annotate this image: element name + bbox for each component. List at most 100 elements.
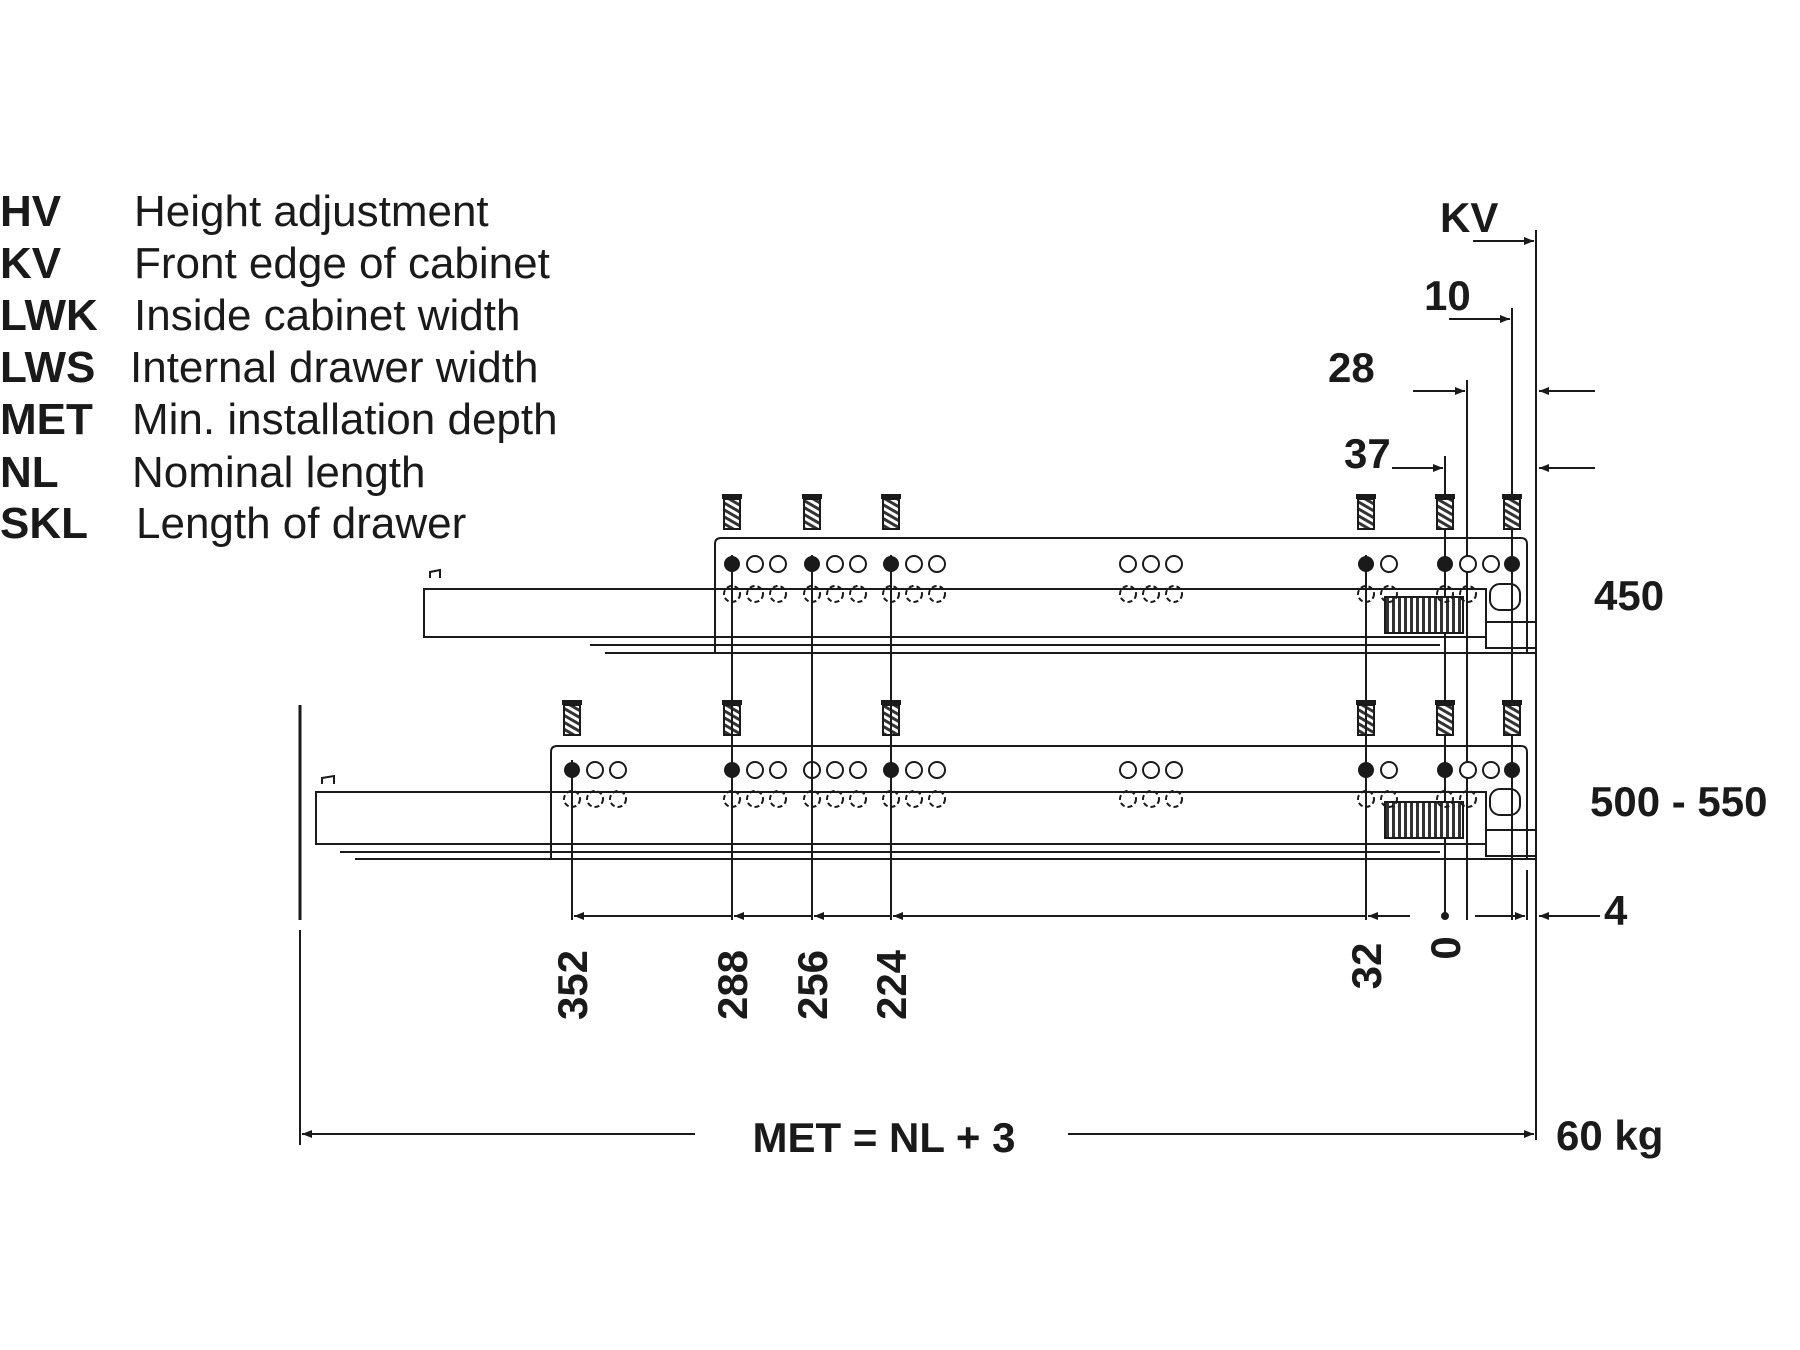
- open-hole: [769, 555, 787, 573]
- screw-icon: [1502, 494, 1522, 499]
- top-dimensions: KV 10 28 37: [1328, 194, 1595, 1140]
- filled-hole: [1437, 762, 1453, 778]
- open-hole: [1482, 761, 1500, 779]
- screw-icon: [881, 494, 901, 499]
- mounting-holes: [563, 555, 1520, 808]
- lower-drawer-length: 500 - 550: [1590, 778, 1767, 825]
- hidden-hole: [826, 790, 844, 808]
- screw-icon: [1502, 700, 1522, 705]
- legend-abbr: LWS: [0, 343, 95, 392]
- open-hole: [1165, 761, 1183, 779]
- hidden-hole: [746, 585, 764, 603]
- filled-hole: [1504, 556, 1520, 572]
- open-hole: [826, 555, 844, 573]
- hidden-hole: [1380, 585, 1398, 603]
- hidden-hole: [928, 790, 946, 808]
- legend-desc: Nominal length: [132, 448, 426, 497]
- hidden-hole: [826, 585, 844, 603]
- hidden-hole: [1119, 585, 1137, 603]
- hidden-hole: [609, 790, 627, 808]
- open-hole: [1380, 761, 1398, 779]
- open-hole: [609, 761, 627, 779]
- filled-hole: [1504, 762, 1520, 778]
- upper-drawer-length: 450: [1594, 572, 1664, 619]
- open-hole: [1119, 555, 1137, 573]
- hidden-hole: [1436, 585, 1454, 603]
- open-hole: [928, 761, 946, 779]
- origin-dot: [1441, 912, 1449, 920]
- filled-hole: [1437, 556, 1453, 572]
- screw-icon: [722, 494, 742, 499]
- open-hole: [1459, 761, 1477, 779]
- hidden-hole: [586, 790, 604, 808]
- legend-desc: Inside cabinet width: [134, 291, 520, 340]
- lower-latch: [1489, 788, 1521, 816]
- kv-label: KV: [1440, 194, 1498, 241]
- legend-desc: Min. installation depth: [132, 395, 558, 444]
- hidden-hole: [1380, 790, 1398, 808]
- lower-drawer: [298, 705, 1537, 920]
- hidden-hole: [1165, 585, 1183, 603]
- screw-icon: [803, 498, 821, 530]
- legend-desc: Front edge of cabinet: [134, 239, 550, 288]
- upper-damper: [1384, 596, 1464, 634]
- legend-desc: Height adjustment: [134, 187, 489, 236]
- lower-damper: [1384, 801, 1464, 839]
- met-formula: MET = NL + 3: [753, 1114, 1016, 1161]
- open-hole: [1165, 555, 1183, 573]
- open-hole: [1459, 555, 1477, 573]
- upper-latch: [1489, 583, 1521, 611]
- screw-icon: [563, 704, 581, 736]
- open-hole: [849, 761, 867, 779]
- hidden-hole: [769, 585, 787, 603]
- lower-rail-end: [1485, 829, 1537, 857]
- open-hole: [1142, 761, 1160, 779]
- hole-pos-224: 224: [868, 949, 915, 1020]
- screw-icon: [882, 498, 900, 530]
- dim-10-label: 10: [1424, 272, 1471, 319]
- hidden-hole: [928, 585, 946, 603]
- open-hole: [928, 555, 946, 573]
- open-hole: [1119, 761, 1137, 779]
- offset-4-label: 4: [1604, 887, 1628, 934]
- hole-position-dimensions: 4 352 288 256 224 32 0: [549, 555, 1628, 1020]
- legend-abbr: MET: [0, 395, 93, 444]
- hole-pos-288: 288: [709, 950, 756, 1020]
- open-hole: [1482, 555, 1500, 573]
- hidden-hole: [746, 790, 764, 808]
- hole-pos-0: 0: [1422, 936, 1469, 959]
- screw-icon: [562, 700, 582, 705]
- hidden-hole: [1459, 585, 1477, 603]
- screw-icon: [1435, 494, 1455, 499]
- legend-abbr: HV: [0, 187, 62, 236]
- upper-rail-hook: [429, 568, 441, 578]
- load-capacity: 60 kg: [1556, 1112, 1663, 1159]
- legend-desc: Internal drawer width: [130, 343, 538, 392]
- open-hole: [905, 555, 923, 573]
- dim-37-label: 37: [1344, 430, 1391, 477]
- hidden-hole: [905, 790, 923, 808]
- legend-abbr: LWK: [0, 291, 98, 340]
- open-hole: [826, 761, 844, 779]
- hidden-hole: [1142, 585, 1160, 603]
- screw-icon: [1436, 704, 1454, 736]
- open-hole: [905, 761, 923, 779]
- lower-drawer-side: [550, 745, 1528, 859]
- met-dimension: MET = NL + 3 60 kg: [299, 930, 1663, 1161]
- open-hole: [1380, 555, 1398, 573]
- screws: [562, 494, 1522, 736]
- screw-icon: [802, 494, 822, 499]
- hidden-hole: [905, 585, 923, 603]
- screw-icon: [723, 498, 741, 530]
- hole-pos-256: 256: [789, 950, 836, 1020]
- upper-rail: [423, 588, 1487, 638]
- upper-drawer-side: [714, 537, 1528, 654]
- open-hole: [849, 555, 867, 573]
- open-hole: [769, 761, 787, 779]
- open-hole: [1142, 555, 1160, 573]
- hidden-hole: [1119, 790, 1137, 808]
- screw-icon: [1356, 494, 1376, 499]
- open-hole: [746, 761, 764, 779]
- lower-rail: [315, 791, 1487, 845]
